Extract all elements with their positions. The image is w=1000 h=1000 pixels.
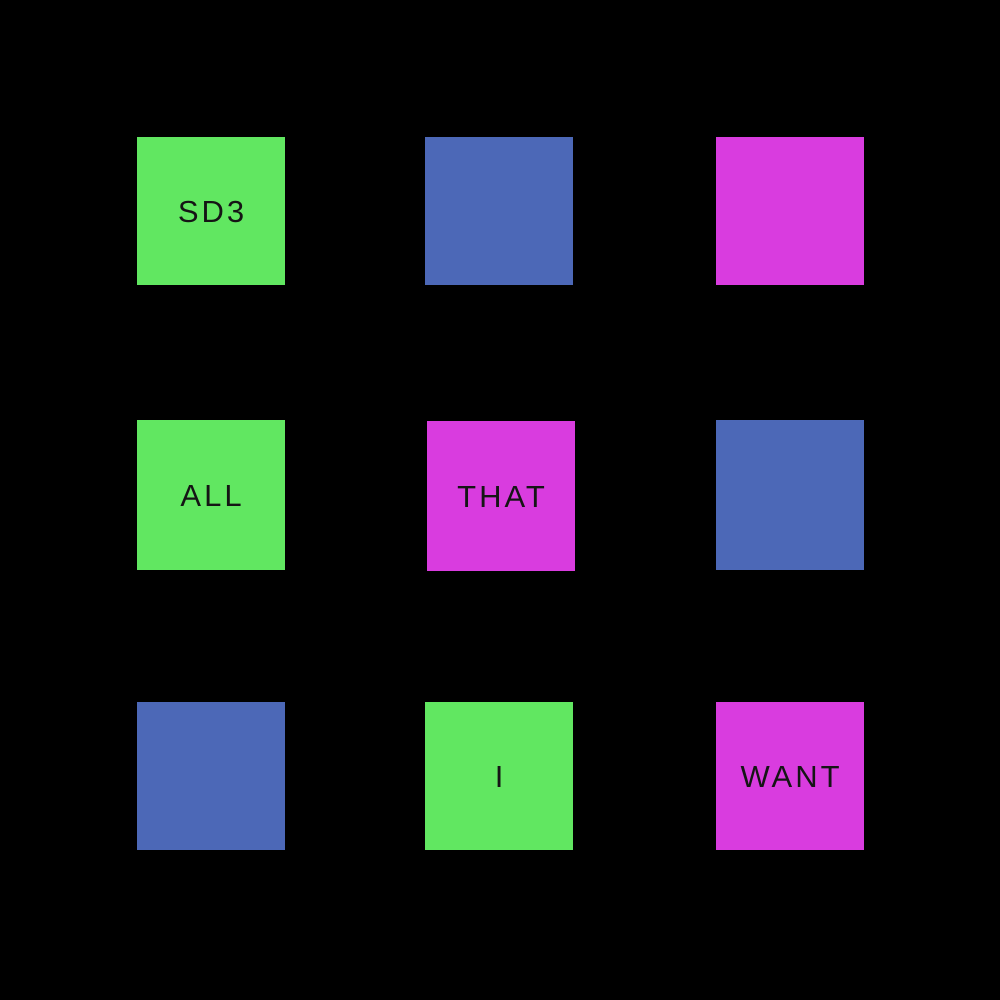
grid-tile-title-word: WANT [716, 702, 864, 850]
title-word-label: I [494, 758, 507, 794]
title-word-label: WANT [740, 758, 843, 794]
grid-tile-artist: SD3 [137, 137, 285, 285]
artist-label: SD3 [177, 193, 248, 229]
title-word-label: ALL [180, 477, 245, 513]
grid-tile-blank [716, 137, 864, 285]
grid-tile-blank [425, 137, 573, 285]
grid-tile-blank [716, 420, 864, 570]
grid-tile-title-word: THAT [427, 421, 575, 571]
title-word-label: THAT [457, 478, 548, 514]
grid-tile-title-word: ALL [137, 420, 285, 570]
grid-tile-title-word: I [425, 702, 573, 850]
grid-tile-blank [137, 702, 285, 850]
